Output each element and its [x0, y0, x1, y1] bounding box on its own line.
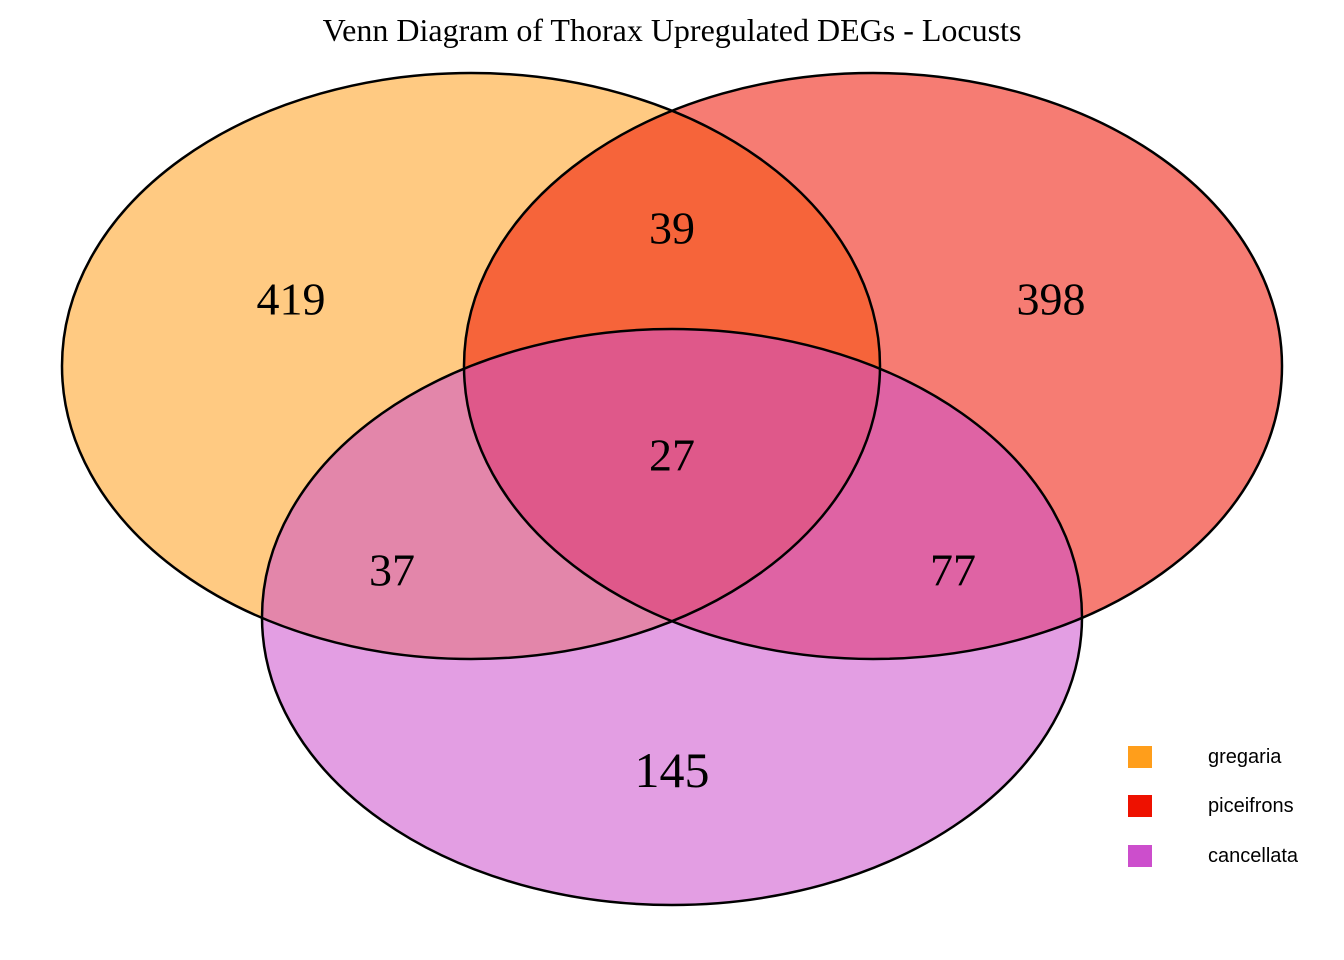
piceifrons-ellipse-outline	[462, 71, 1284, 661]
legend-label-gregaria: gregaria	[1208, 746, 1282, 768]
cancellata-ellipse	[262, 329, 1082, 905]
legend-swatch-cancellata	[1128, 845, 1152, 867]
count-all-three: 27	[649, 430, 695, 481]
legend-swatch-piceifrons	[1128, 795, 1152, 817]
legend-label-cancellata: cancellata	[1208, 845, 1299, 867]
count-gregaria-piceifrons: 39	[649, 203, 695, 254]
gregaria-ellipse-outline	[60, 71, 882, 661]
count-gregaria-only: 419	[257, 274, 326, 325]
count-gregaria-cancellata: 37	[369, 545, 415, 596]
legend: gregaria piceifrons cancellata	[1128, 746, 1299, 867]
chart-title: Venn Diagram of Thorax Upregulated DEGs …	[323, 12, 1022, 48]
legend-swatch-gregaria	[1128, 746, 1152, 768]
cancellata-ellipse-outline	[260, 327, 1084, 907]
count-piceifrons-cancellata: 77	[930, 545, 976, 596]
count-cancellata-only: 145	[635, 742, 710, 798]
count-piceifrons-only: 398	[1017, 274, 1086, 325]
legend-label-piceifrons: piceifrons	[1208, 795, 1294, 817]
